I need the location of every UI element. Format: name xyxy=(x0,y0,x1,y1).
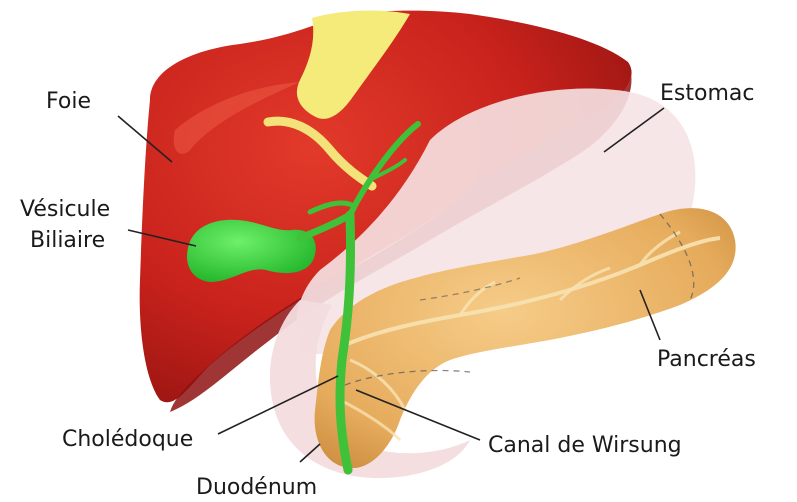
label-bile-duct: Cholédoque xyxy=(62,427,193,452)
label-gallbladder-line2: Biliaire xyxy=(30,228,105,253)
label-liver: Foie xyxy=(46,89,91,114)
label-stomach: Estomac xyxy=(660,81,754,106)
label-gallbladder-line1: Vésicule xyxy=(20,197,110,222)
label-pancreatic-duct: Canal de Wirsung xyxy=(488,433,682,458)
label-pancreas: Pancréas xyxy=(657,347,756,372)
label-duodenum: Duodénum xyxy=(196,475,317,500)
